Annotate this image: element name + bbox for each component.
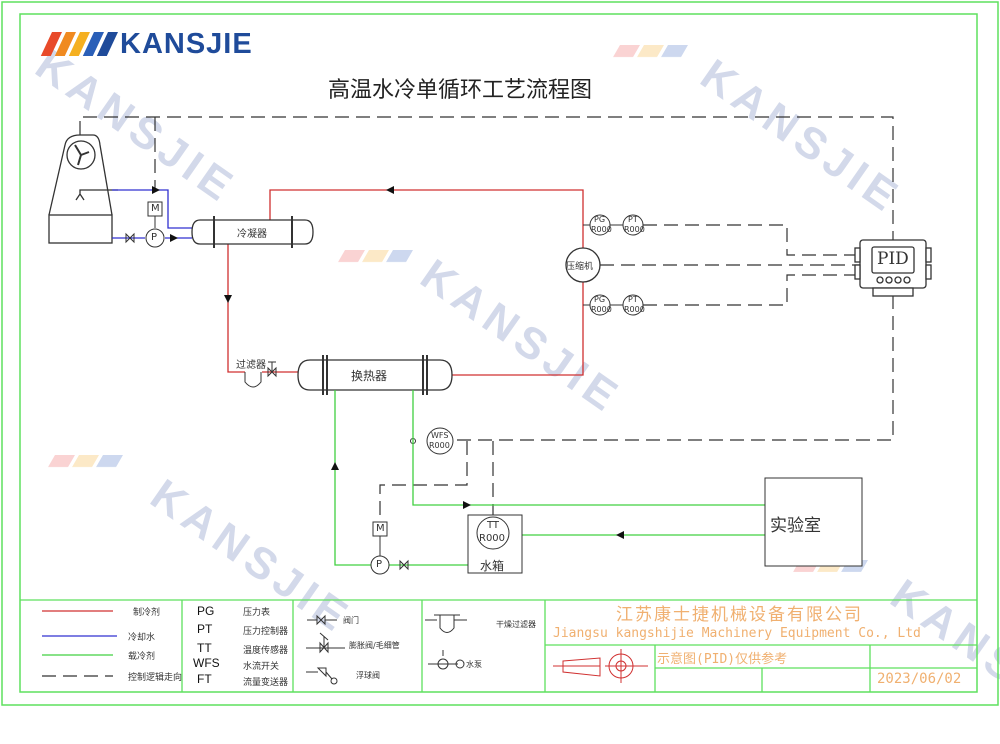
compressor-label: 压缩机 (566, 262, 594, 272)
legend-symbol-label: 浮球阀 (356, 671, 380, 680)
cooling-water-lines (112, 189, 192, 239)
water-tank-label: 水箱 (480, 559, 505, 573)
legend-label: 载冷剂 (128, 652, 156, 662)
pt-id: R000 (624, 225, 645, 234)
pid-label: PID (877, 249, 909, 269)
company-name-en: Jiangsu kangshijie Machinery Equipment C… (553, 626, 921, 641)
flow-arrow (331, 462, 339, 470)
flow-arrow (463, 501, 471, 509)
filter-icon (244, 372, 262, 388)
legend-desc: 流量变送器 (243, 678, 289, 688)
motor-label: M (151, 203, 160, 214)
pt-tag: PT (628, 215, 638, 224)
page-title: 高温水冷单循环工艺流程图 (327, 78, 592, 103)
pt-id: R000 (624, 305, 645, 314)
refrigerant-lines (227, 189, 584, 376)
inner-frame (19, 13, 978, 693)
legend-desc: 压力表 (243, 608, 271, 618)
legend-abbr: FT (197, 672, 212, 686)
legend-abbr: PT (197, 622, 213, 636)
valve-icon (125, 232, 135, 244)
control-lines (79, 116, 894, 520)
legend-symbol-label: 阀门 (343, 616, 359, 625)
pump-icon (145, 228, 165, 248)
lab-label: 实验室 (770, 516, 821, 536)
filter-label: 过滤器 (236, 360, 266, 371)
tt-tag: TT (487, 520, 500, 531)
compressor-icon (565, 247, 601, 283)
condenser (191, 216, 314, 248)
condenser-label: 冷凝器 (237, 229, 267, 240)
expansion-valve-icon (267, 361, 277, 378)
valve-icon (399, 559, 409, 571)
legend-abbr: WFS (193, 656, 220, 670)
flow-arrow (616, 531, 624, 539)
pg-id: R000 (591, 225, 612, 234)
legend-abbr: TT (197, 641, 212, 655)
cooling-tower (48, 134, 118, 244)
pump-icon (370, 555, 390, 575)
pg-id: R000 (591, 305, 612, 314)
flow-arrow (152, 186, 160, 194)
legend-symbol-label: 膨胀阀/毛细管 (349, 641, 400, 650)
reference-note: 示意图(PID)仅供参考 (657, 652, 788, 667)
pt-tag: PT (628, 295, 638, 304)
wfs-id: R000 (429, 441, 450, 450)
legend-label: 冷却水 (128, 633, 156, 643)
wfs-tag: WFS (431, 431, 449, 440)
flow-arrow (224, 295, 232, 303)
legend-label: 制冷剂 (133, 608, 161, 618)
company-name-cn: 江苏康士捷机械设备有限公司 (616, 605, 863, 625)
legend-label: 控制逻辑走向 (128, 673, 183, 683)
flow-arrow (386, 186, 394, 194)
flow-arrow (170, 234, 178, 242)
motor-label: M (376, 523, 385, 534)
pg-tag: PG (594, 295, 606, 304)
watermark-bars (48, 45, 868, 572)
pid-diagram (1, 1, 999, 706)
pump-label: P (151, 232, 158, 243)
logo-text: KANSJIE (120, 28, 253, 60)
pg-tag: PG (594, 215, 606, 224)
logo-icon (40, 32, 118, 56)
lab-box (764, 477, 863, 567)
legend-desc: 压力控制器 (243, 627, 289, 637)
legend-symbol-label: 水泵 (466, 660, 482, 669)
legend-symbols (306, 614, 467, 685)
projection-symbol-icon (553, 649, 648, 683)
heat-exchanger (297, 355, 453, 395)
heat-exchanger-label: 换热器 (351, 369, 388, 383)
legend-symbol-label: 干燥过滤器 (496, 620, 536, 629)
coolant-lines (334, 390, 765, 566)
outer-frame (1, 1, 999, 706)
legend-desc: 水流开关 (243, 662, 280, 672)
tt-id: R000 (479, 533, 506, 544)
pump-label: P (376, 559, 383, 570)
legend-desc: 温度传感器 (243, 646, 289, 656)
pid-controller (854, 239, 932, 297)
drawing-date: 2023/06/02 (877, 671, 962, 687)
tt-sensor-icon (476, 516, 510, 550)
legend-abbr: PG (197, 604, 215, 618)
instrument-circles (410, 214, 644, 455)
legend-table (20, 599, 977, 692)
